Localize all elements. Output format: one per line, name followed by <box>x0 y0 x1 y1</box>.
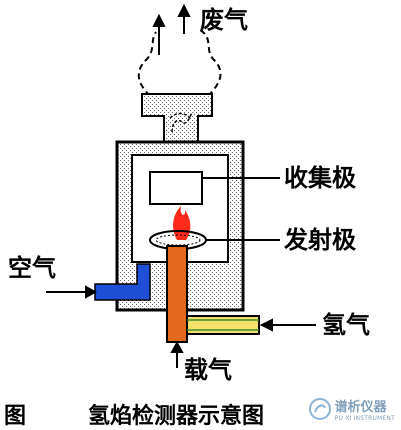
exhaust-fumes <box>137 29 222 97</box>
air-arrow <box>46 285 98 299</box>
label-air: 空气 <box>8 254 56 282</box>
label-leaders <box>202 177 280 241</box>
collector-electrode <box>149 171 203 205</box>
label-hydrogen: 氢气 <box>322 311 370 339</box>
figure-title: 氢焰检测器示意图 <box>88 404 265 429</box>
exhaust-arrows <box>152 3 191 55</box>
label-emitter: 发射极 <box>284 226 356 254</box>
carrier-pipe <box>166 245 188 343</box>
watermark: 谱析仪器 PU XI INSTRUMENT <box>308 396 395 422</box>
label-collector: 收集极 <box>284 164 356 192</box>
brand-sub: PU XI INSTRUMENT <box>334 415 395 422</box>
brand-logo-icon <box>308 398 331 420</box>
label-carrier: 载气 <box>184 356 232 384</box>
figure-label: 图 <box>4 404 27 429</box>
hydrogen-pipe <box>186 315 260 335</box>
brand-name: 谱析仪器 <box>334 400 387 415</box>
hydrogen-arrow <box>259 318 316 332</box>
air-pipe <box>94 263 151 301</box>
outlet-cap <box>141 93 213 143</box>
label-exhaust: 废气 <box>200 6 248 34</box>
carrier-arrow <box>170 340 184 368</box>
